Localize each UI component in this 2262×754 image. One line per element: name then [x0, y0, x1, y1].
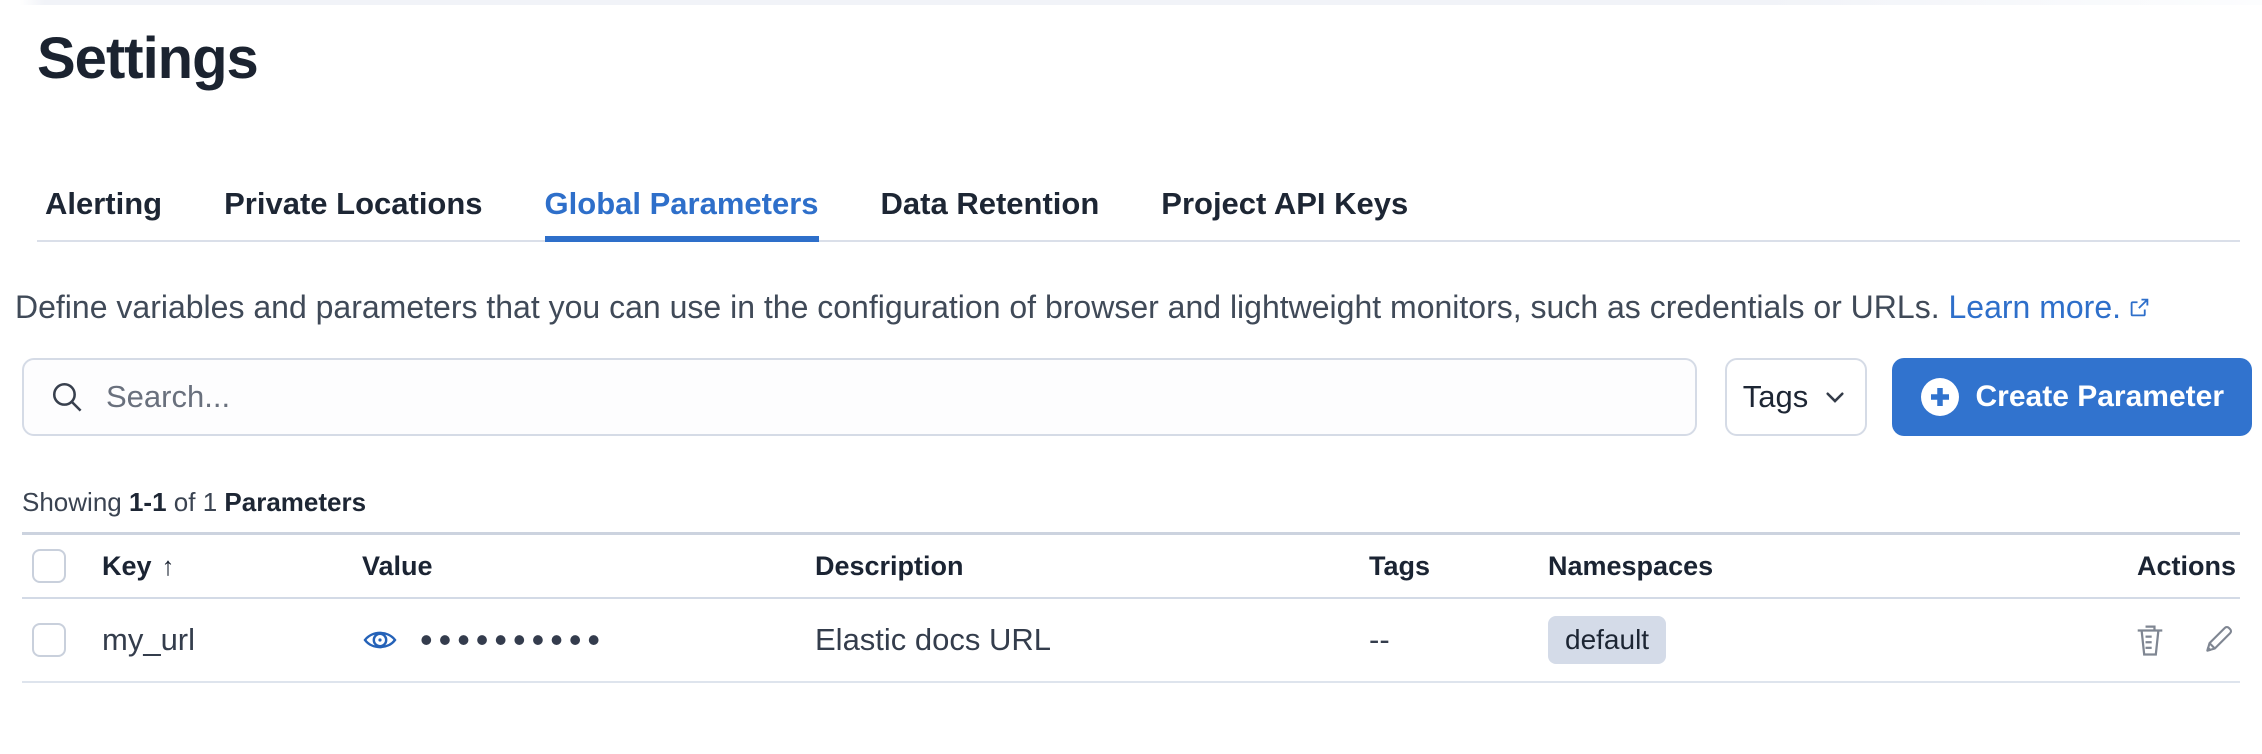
pencil-icon[interactable]: [2200, 622, 2236, 658]
tab-data-retention[interactable]: Data Retention: [880, 186, 1100, 221]
page-title: Settings: [37, 26, 259, 91]
header-key-label: Key: [102, 550, 152, 581]
cell-tags: --: [1369, 622, 1548, 658]
masked-value: ••••••••••: [420, 619, 607, 660]
tab-global-parameters[interactable]: Global Parameters: [544, 188, 819, 242]
tab-private-locations[interactable]: Private Locations: [224, 186, 483, 221]
table-summary: Showing 1-1 of 1 Parameters: [22, 486, 2240, 518]
header-description-label: Description: [815, 550, 964, 581]
create-parameter-button[interactable]: Create Parameter: [1891, 358, 2252, 436]
sort-ascending-arrow-icon: ↑: [161, 550, 175, 581]
cell-description: Elastic docs URL: [815, 622, 1369, 658]
header-actions-label: Actions: [2136, 550, 2236, 581]
tags-filter-label: Tags: [1742, 379, 1809, 414]
parameter-key: my_url: [102, 622, 196, 657]
cell-actions: [2008, 621, 2240, 659]
table-header-row: Key ↑ Value Description Tags Namespaces …: [22, 535, 2240, 599]
summary-range: 1-1: [128, 487, 167, 517]
row-checkbox-cell: [22, 623, 102, 657]
top-edge-strip: [0, 0, 2262, 5]
description-text: Define variables and parameters that you…: [15, 289, 1940, 325]
summary-entity: Parameters: [224, 487, 367, 517]
summary-total: 1: [202, 487, 218, 517]
external-link-icon: [2129, 297, 2150, 318]
tab-alerting[interactable]: Alerting: [45, 186, 163, 221]
learn-more-label: Learn more.: [1948, 289, 2121, 325]
summary-middle: of: [173, 487, 196, 517]
header-value: Value: [362, 551, 815, 582]
header-namespaces-label: Namespaces: [1548, 550, 1714, 581]
page-header: Settings Alerting Private Locations Glob…: [0, 0, 2262, 242]
header-tags: Tags: [1369, 551, 1548, 582]
header-value-label: Value: [362, 550, 433, 581]
eye-icon[interactable]: [362, 626, 398, 654]
header-actions: Actions: [2008, 551, 2240, 582]
header-description: Description: [815, 551, 1369, 582]
tags-filter-button[interactable]: Tags: [1724, 358, 1867, 436]
parameter-description: Elastic docs URL: [815, 622, 1052, 657]
trash-icon[interactable]: [2132, 621, 2168, 659]
tab-project-api-keys[interactable]: Project API Keys: [1161, 186, 1409, 221]
header-key[interactable]: Key ↑: [102, 551, 362, 582]
namespace-badge: default: [1548, 616, 1667, 664]
select-all-checkbox[interactable]: [32, 549, 66, 583]
parameters-toolbar: Tags Create Parameter: [22, 358, 2252, 436]
header-namespaces: Namespaces: [1548, 551, 2008, 582]
plus-in-circle-icon: [1920, 377, 1960, 417]
page-description: Define variables and parameters that you…: [15, 282, 2227, 332]
parameter-tags-empty: --: [1369, 622, 1390, 657]
header-checkbox-cell: [22, 549, 102, 583]
search-icon: [50, 380, 84, 414]
settings-tab-bar: Alerting Private Locations Global Parame…: [37, 188, 2240, 242]
learn-more-link[interactable]: Learn more.: [1948, 289, 2150, 325]
table-row: my_url •••••••••• Elastic docs URL -- de…: [22, 599, 2240, 683]
summary-prefix: Showing: [22, 487, 122, 517]
row-checkbox[interactable]: [32, 623, 66, 657]
cell-key: my_url: [102, 622, 362, 658]
chevron-down-icon: [1822, 384, 1848, 410]
cell-value: ••••••••••: [362, 619, 815, 660]
cell-namespaces: default: [1548, 616, 2008, 664]
search-input[interactable]: [106, 379, 1669, 415]
header-tags-label: Tags: [1369, 550, 1431, 581]
create-parameter-label: Create Parameter: [1975, 380, 2224, 413]
search-box[interactable]: [22, 358, 1697, 436]
parameters-table: Key ↑ Value Description Tags Namespaces …: [22, 532, 2240, 683]
